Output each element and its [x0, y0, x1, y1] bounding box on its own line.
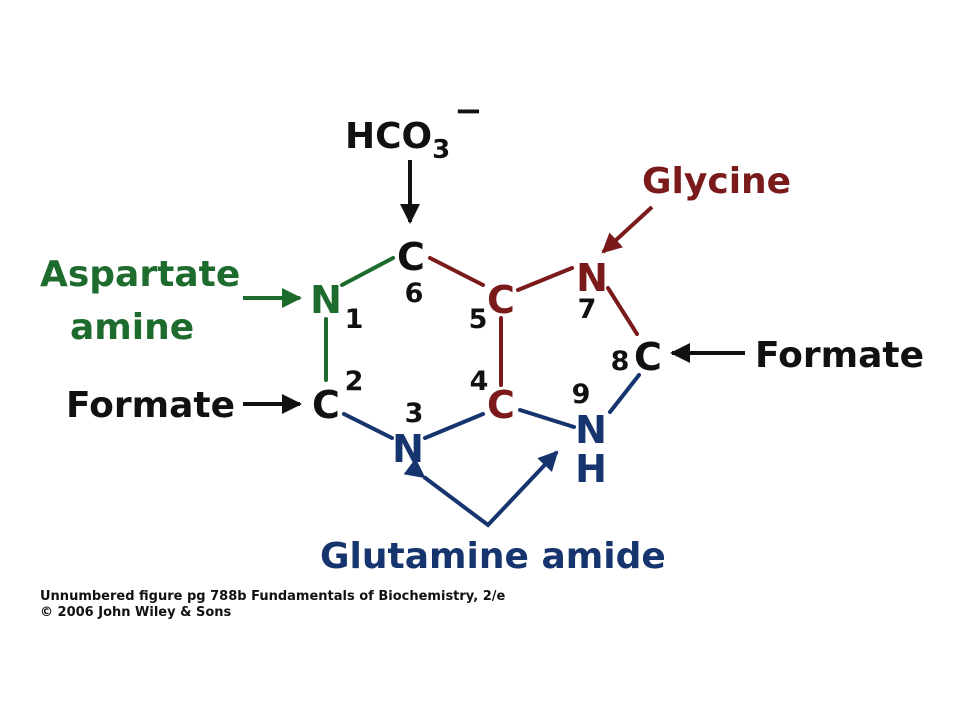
arrow-glutamine-v [403, 450, 559, 528]
bond-n3-c4 [423, 412, 485, 440]
position-number-3: 3 [405, 398, 424, 429]
arrow-glycine [601, 205, 654, 254]
atom-c5: C [487, 278, 515, 322]
caption-line1: Unnumbered figure pg 788b Fundamentals o… [40, 589, 506, 604]
atom-n9: N [575, 408, 607, 452]
bond-c4-n9 [518, 408, 576, 429]
formate-right-label: Formate [755, 335, 924, 376]
position-number-9: 9 [572, 379, 591, 410]
atom-c8: C [634, 335, 662, 379]
aspartate-label-line2: amine [70, 307, 194, 348]
atom-n7: N [576, 256, 608, 300]
atom-n3: N [392, 427, 424, 471]
atom-c2: C [312, 383, 340, 427]
formate-left-label: Formate [66, 385, 235, 426]
atom-c6: C [397, 235, 425, 279]
position-number-5: 5 [469, 304, 488, 335]
bond-n1-c6 [340, 256, 395, 287]
atom-c4: C [487, 383, 515, 427]
position-number-6: 6 [405, 278, 424, 309]
glutamine-label: Glutamine amide [320, 536, 666, 577]
bicarbonate-label: HCO3− [345, 91, 483, 165]
glycine-label: Glycine [642, 161, 791, 202]
bond-n7-c8 [606, 286, 639, 336]
caption-line2: © 2006 John Wiley & Sons [40, 605, 232, 620]
position-number-2: 2 [345, 366, 364, 397]
bond-c6-c5 [428, 256, 485, 287]
bond-c2-n3 [342, 412, 394, 440]
position-number-8: 8 [611, 346, 630, 377]
atom-h9: H [575, 447, 607, 491]
aspartate-label-line1: Aspartate [40, 254, 240, 295]
atom-n1: N [310, 278, 342, 322]
position-number-4: 4 [470, 366, 489, 397]
bond-c5-n7 [516, 266, 574, 292]
position-number-1: 1 [345, 304, 364, 335]
bond-c8-n9 [608, 373, 641, 414]
position-number-7: 7 [578, 294, 597, 325]
